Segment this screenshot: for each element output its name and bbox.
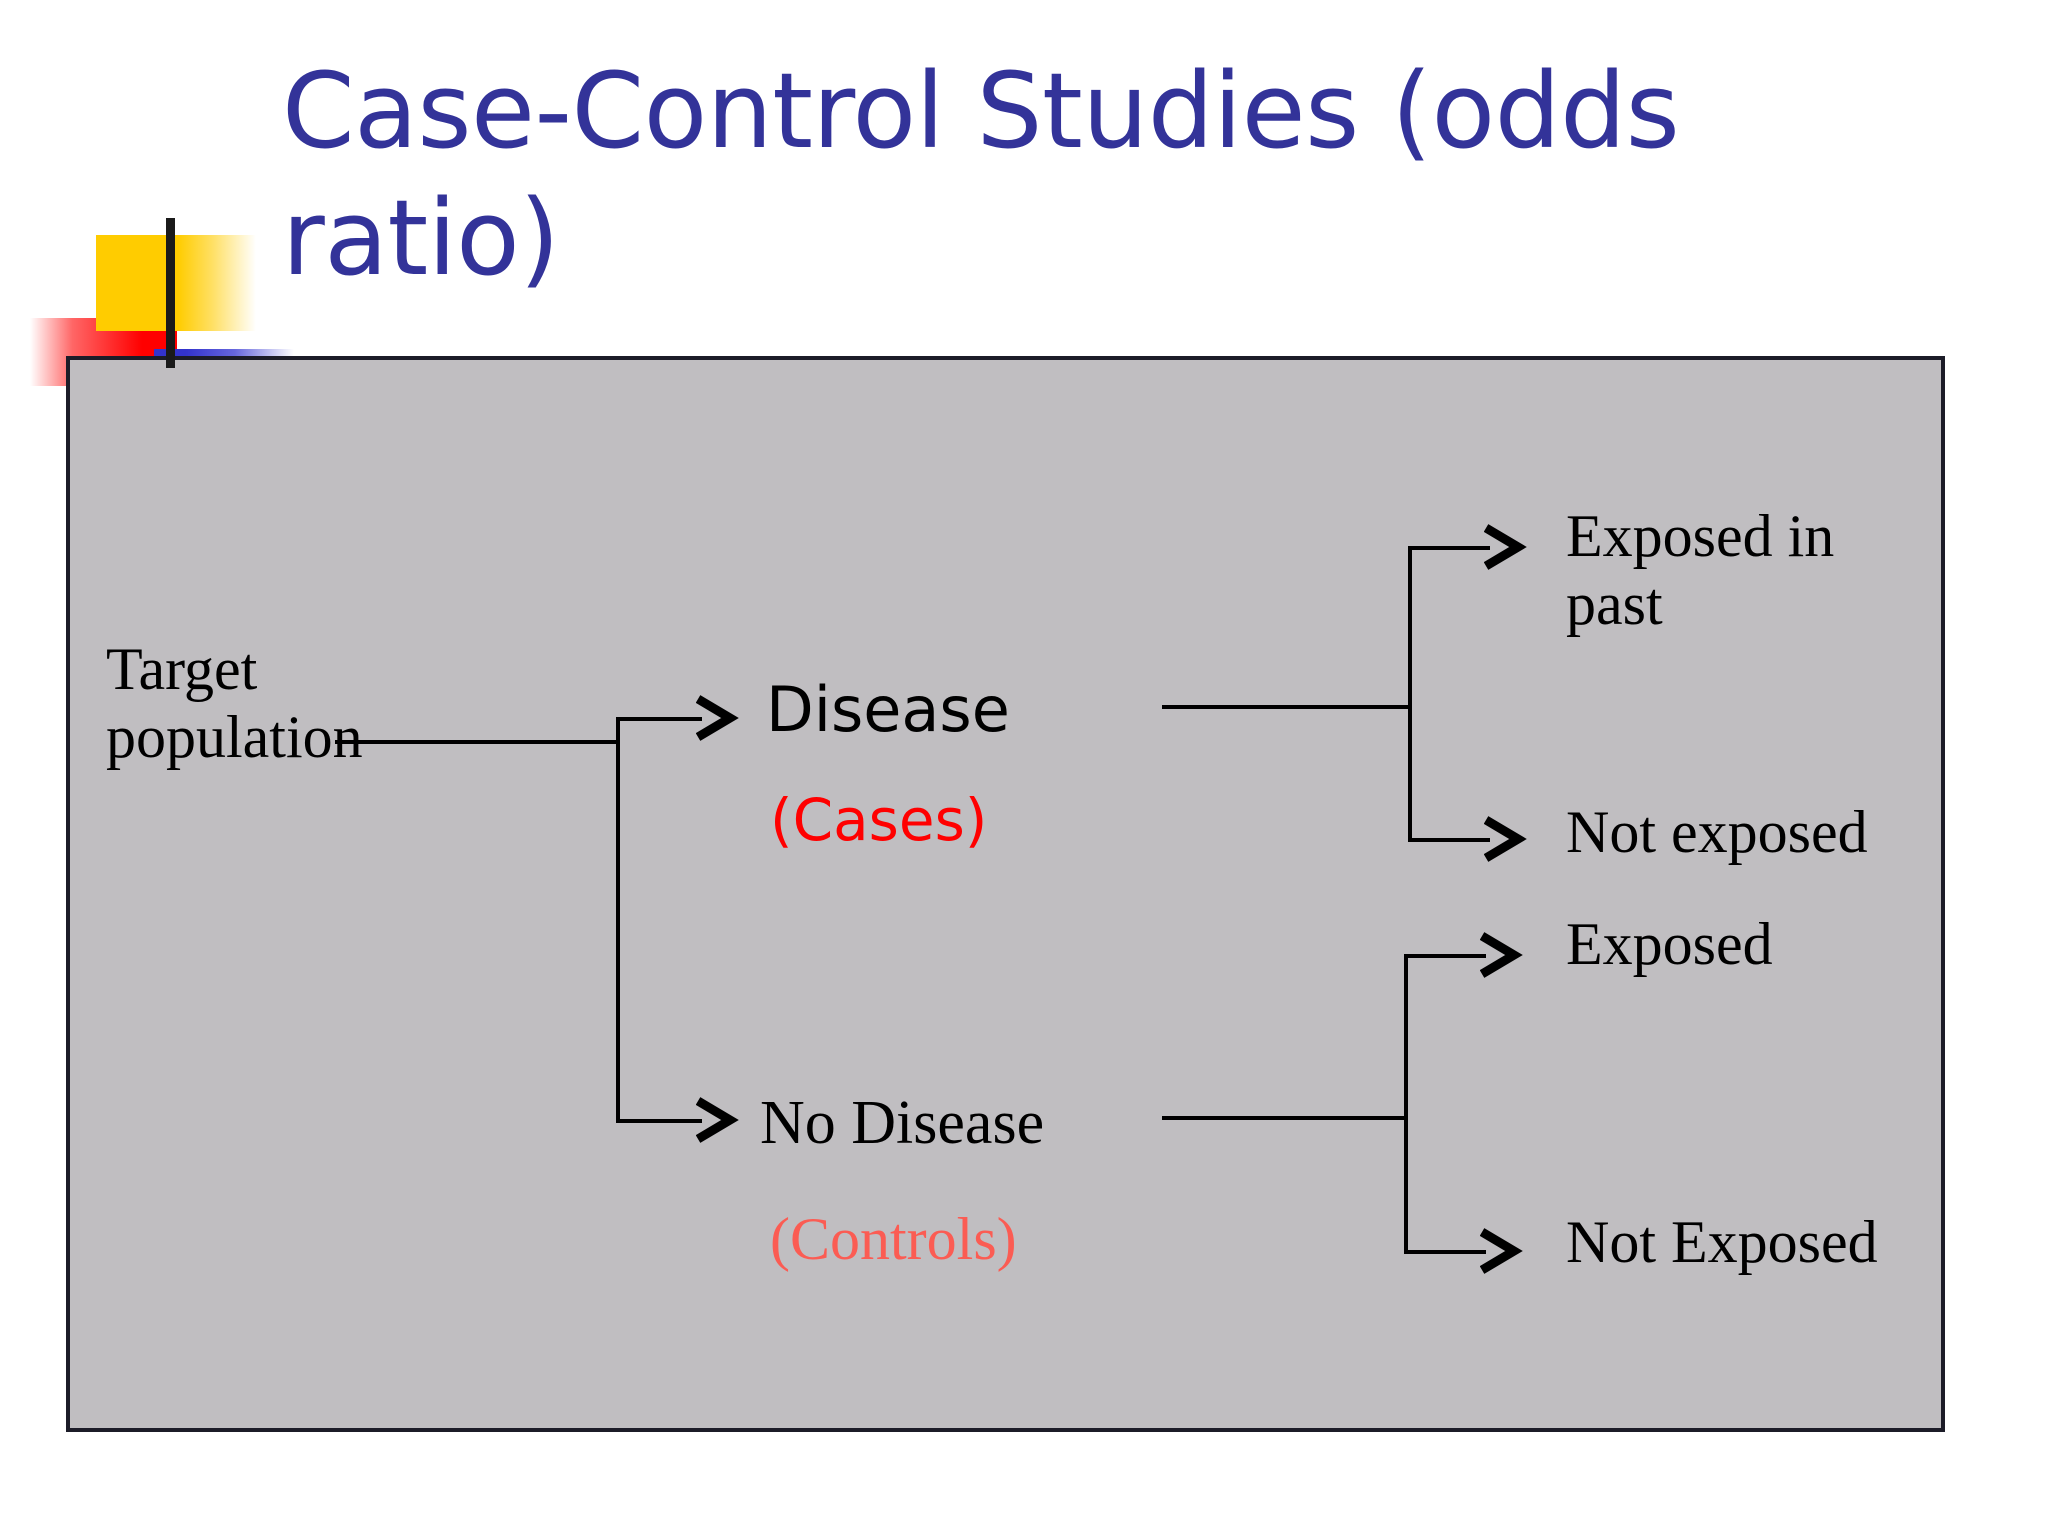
node-exposed-in-past: Exposed in past — [1566, 502, 1926, 639]
connector-no-disease-stem — [1162, 1116, 1406, 1120]
node-controls-label: (Controls) — [770, 1206, 1017, 1272]
connector-disease-split-trunk — [1408, 546, 1412, 840]
node-no-disease-label: No Disease — [760, 1089, 1045, 1157]
node-exposed: Exposed — [1566, 910, 1906, 978]
node-no-disease: No Disease — [760, 1088, 1044, 1159]
connector-to-exposed — [1404, 954, 1486, 958]
node-not-exposed-controls: Not Exposed — [1566, 1208, 1986, 1276]
node-exposed-in-past-line1: Exposed in — [1566, 503, 1835, 569]
connector-to-not-exposed-controls — [1404, 1250, 1486, 1254]
connector-to-disease — [616, 717, 702, 721]
connector-root-stem — [335, 740, 618, 744]
connector-to-exposed-in-past — [1408, 546, 1490, 550]
diagram-panel: Target population Disease (Cases) — [66, 356, 1945, 1432]
node-exposed-line1: Exposed — [1566, 911, 1773, 977]
node-not-exposed: Not exposed — [1566, 798, 1966, 866]
node-not-exposed-controls-line1: Not Exposed — [1566, 1209, 1878, 1275]
decoration-yellow-gradient-block — [178, 235, 256, 331]
connector-root-split-trunk — [616, 717, 620, 1123]
connector-disease-stem — [1162, 705, 1410, 709]
decoration-vertical-bar — [166, 218, 175, 368]
node-no-disease-sublabel: (Controls) — [770, 1205, 1017, 1273]
node-disease-sublabel: (Cases) — [770, 787, 987, 853]
node-target-population: Target population — [106, 635, 406, 772]
node-disease: Disease — [766, 673, 1010, 746]
page-title: Case-Control Studies (odds ratio) — [282, 50, 1712, 299]
connector-to-not-exposed — [1408, 838, 1490, 842]
node-cases-label: (Cases) — [770, 786, 988, 854]
connector-to-no-disease — [616, 1119, 702, 1123]
connector-no-disease-split-trunk — [1404, 954, 1408, 1252]
node-disease-label: Disease — [766, 673, 1010, 746]
node-not-exposed-line1: Not exposed — [1566, 799, 1868, 865]
decoration-yellow-block — [96, 235, 178, 331]
node-exposed-in-past-line2: past — [1566, 571, 1663, 638]
node-target-population-line1: Target — [106, 636, 258, 702]
node-target-population-line2: population — [106, 704, 363, 771]
